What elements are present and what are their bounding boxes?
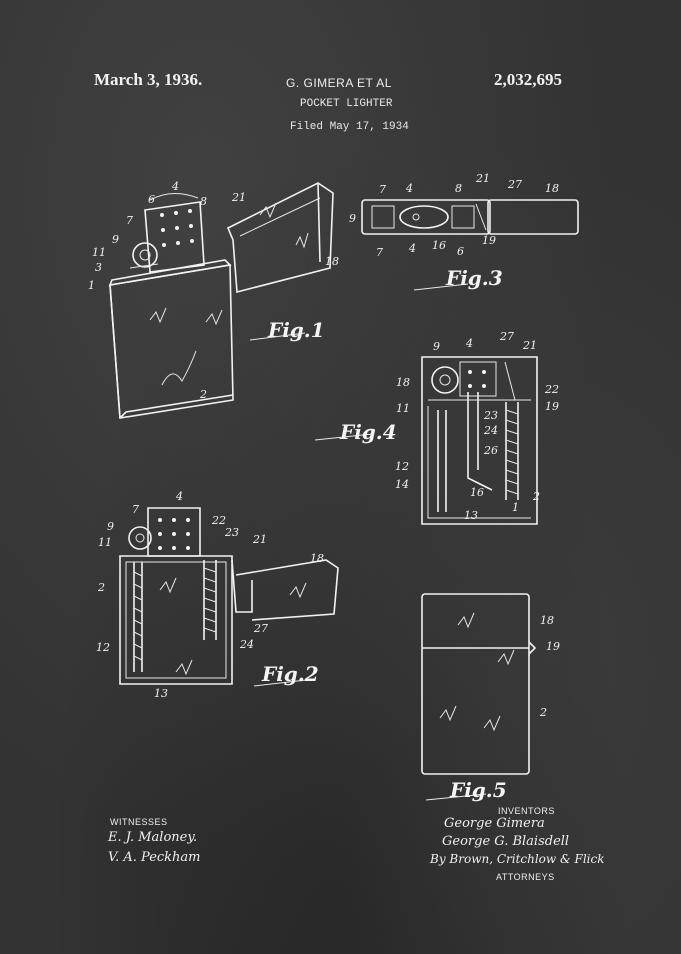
svg-text:21: 21 (522, 339, 537, 352)
svg-text:4: 4 (408, 242, 416, 255)
figure-3-drawing: 7 4 8 21 27 18 9 7 4 16 6 19 (349, 172, 578, 290)
svg-text:7: 7 (379, 183, 386, 196)
svg-text:2: 2 (539, 706, 547, 719)
svg-text:7: 7 (132, 503, 139, 516)
svg-text:18: 18 (540, 614, 554, 627)
figure-5-label: Fig.5 (450, 778, 507, 802)
svg-text:21: 21 (252, 533, 267, 546)
inventor-header: G. GIMERA ET AL (286, 76, 392, 90)
svg-text:7: 7 (126, 214, 133, 227)
figure-4-drawing: 9 4 27 21 22 19 18 11 23 24 26 12 14 16 … (315, 330, 559, 524)
figure-1-label: Fig.1 (268, 318, 325, 342)
filed-date: Filed May 17, 1934 (290, 121, 409, 133)
svg-text:11: 11 (396, 402, 410, 415)
svg-text:3: 3 (95, 261, 102, 274)
svg-text:21: 21 (231, 191, 246, 204)
inventor-signature-1: George Gimera (444, 816, 545, 831)
svg-text:9: 9 (433, 340, 440, 353)
svg-text:14: 14 (395, 478, 409, 491)
witness-signature-1: E. J. Maloney. (108, 830, 198, 845)
figure-2-label: Fig.2 (262, 662, 319, 686)
svg-text:11: 11 (92, 246, 106, 259)
svg-text:27: 27 (499, 330, 514, 343)
svg-text:18: 18 (545, 182, 559, 195)
svg-text:13: 13 (154, 687, 168, 700)
svg-text:13: 13 (464, 509, 478, 522)
svg-text:18: 18 (396, 376, 410, 389)
patent-number: 2,032,695 (494, 70, 562, 89)
inventor-signature-2: George G. Blaisdell (442, 834, 570, 849)
svg-text:23: 23 (224, 526, 239, 539)
svg-text:9: 9 (107, 520, 114, 533)
svg-text:7: 7 (376, 246, 383, 259)
svg-text:24: 24 (239, 638, 254, 651)
svg-text:2: 2 (532, 490, 540, 503)
figure-4-label: Fig.4 (340, 420, 397, 444)
patent-date: March 3, 1936. (94, 70, 203, 89)
figure-3-label: Fig.3 (446, 266, 503, 290)
svg-text:6: 6 (148, 193, 155, 206)
svg-text:21: 21 (475, 172, 490, 185)
svg-text:24: 24 (483, 424, 498, 437)
svg-text:18: 18 (325, 255, 339, 268)
witness-signature-2: V. A. Peckham (108, 850, 201, 865)
svg-text:22: 22 (211, 514, 226, 527)
svg-text:1: 1 (512, 501, 519, 514)
svg-text:16: 16 (432, 239, 446, 252)
witnesses-label: WITNESSES (110, 817, 168, 827)
svg-text:23: 23 (483, 409, 498, 422)
svg-text:11: 11 (98, 536, 112, 549)
svg-text:8: 8 (455, 182, 462, 195)
svg-text:2: 2 (97, 581, 105, 594)
attorney-signature: By Brown, Critchlow & Flick (430, 852, 605, 866)
svg-text:22: 22 (544, 383, 559, 396)
svg-text:6: 6 (457, 245, 464, 258)
svg-text:8: 8 (200, 195, 207, 208)
svg-text:19: 19 (545, 400, 559, 413)
svg-text:4: 4 (171, 180, 179, 193)
svg-text:18: 18 (310, 552, 324, 565)
svg-text:4: 4 (465, 337, 473, 350)
svg-text:26: 26 (483, 444, 498, 457)
figure-1-drawing: 4 6 7 8 21 9 11 3 1 2 18 (88, 180, 339, 418)
svg-text:12: 12 (395, 460, 409, 473)
figure-5-drawing: 18 19 2 (422, 594, 560, 800)
svg-text:16: 16 (470, 486, 484, 499)
svg-text:19: 19 (482, 234, 496, 247)
svg-text:12: 12 (96, 641, 110, 654)
svg-text:4: 4 (405, 182, 413, 195)
svg-text:9: 9 (349, 212, 356, 225)
svg-text:2: 2 (199, 388, 207, 401)
attorneys-label: ATTORNEYS (496, 872, 555, 882)
svg-text:4: 4 (175, 490, 183, 503)
patent-title: POCKET LIGHTER (300, 98, 393, 110)
svg-text:19: 19 (546, 640, 560, 653)
svg-text:1: 1 (88, 279, 95, 292)
inventors-label: INVENTORS (498, 806, 555, 816)
figure-2-drawing: 7 4 22 23 21 9 11 2 18 27 24 12 13 (96, 490, 338, 700)
svg-text:27: 27 (253, 622, 268, 635)
svg-text:9: 9 (112, 233, 119, 246)
svg-text:27: 27 (507, 178, 522, 191)
